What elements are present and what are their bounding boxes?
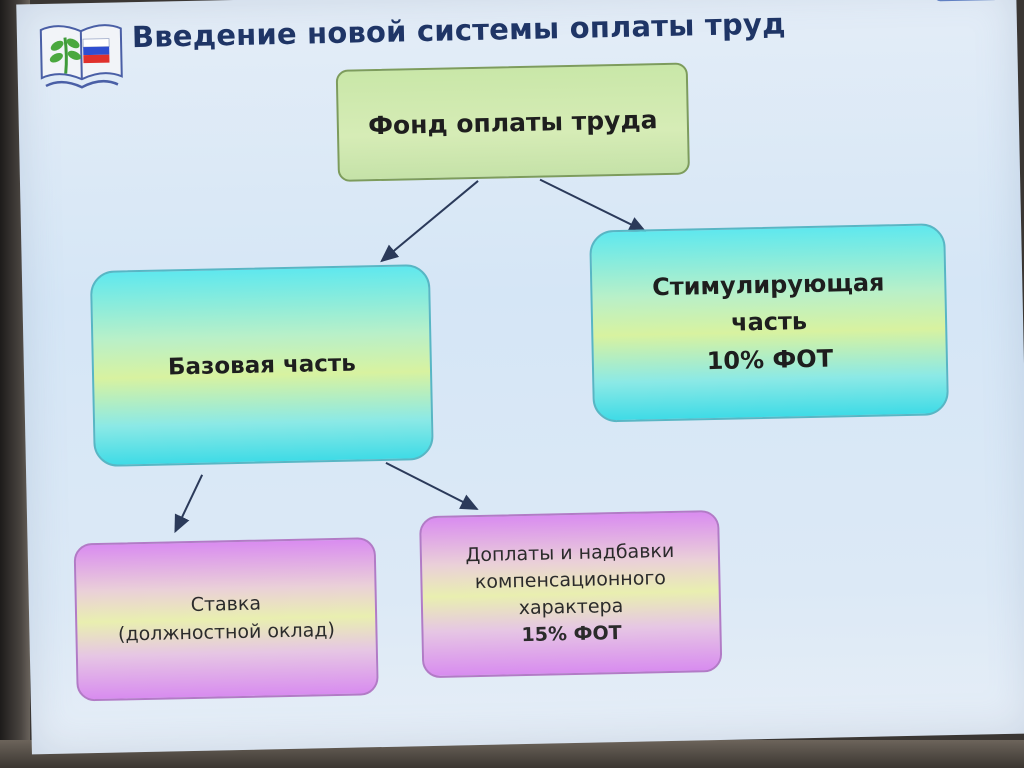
open-book-logo-icon — [35, 14, 129, 100]
presentation-slide: Введение новой системы оплаты труд Фонд … — [16, 0, 1024, 755]
fund-label: Фонд оплаты труда — [367, 104, 658, 140]
arrow-fund-to-base — [380, 180, 479, 263]
stim-line-3: 10% ФОТ — [706, 344, 834, 375]
arrow-base-to-dopl — [385, 462, 479, 510]
arrow-base-to-stavka — [174, 474, 204, 534]
stimulating-part-box: Стимулирующая часть 10% ФОТ — [589, 223, 950, 423]
stim-line-2: часть — [730, 307, 808, 338]
base-part-box: Базовая часть — [89, 263, 434, 468]
dopl-line-2: компенсационного — [474, 567, 667, 594]
fund-box: Фонд оплаты труда — [335, 62, 690, 182]
stavka-box: Ставка (должностной оклад) — [73, 537, 379, 702]
base-part-label: Базовая часть — [167, 350, 357, 381]
stavka-line-2: (должностной оклад) — [117, 619, 336, 646]
dopl-line-4: 15% ФОТ — [521, 621, 622, 647]
diagram-arrows — [174, 178, 647, 534]
stim-line-1: Стимулирующая — [651, 268, 885, 302]
allowances-box: Доплаты и надбавки компенсационного хара… — [419, 509, 723, 679]
arrow-fund-to-stim — [539, 178, 647, 233]
